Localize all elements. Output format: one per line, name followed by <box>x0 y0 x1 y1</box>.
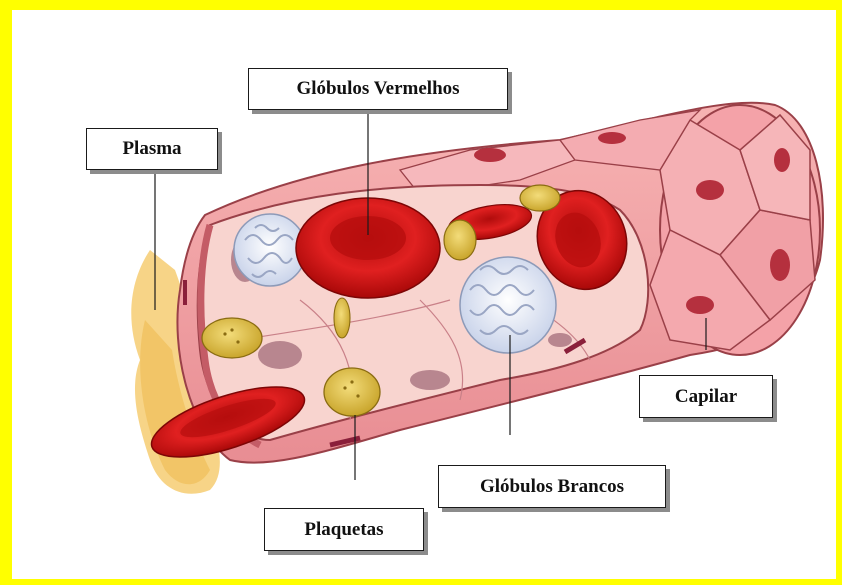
platelet-top-right <box>520 185 560 211</box>
label-plasma: Plasma <box>86 128 218 170</box>
label-globulos-brancos: Glóbulos Brancos <box>438 465 666 508</box>
label-capilar: Capilar <box>639 375 773 418</box>
white-blood-cell-center <box>460 257 556 353</box>
platelet-small <box>334 298 350 338</box>
platelet-bottom <box>324 368 380 416</box>
platelet-center <box>444 220 476 260</box>
label-plaquetas: Plaquetas <box>264 508 424 551</box>
white-blood-cell-left <box>234 214 306 286</box>
platelet-left <box>202 318 262 358</box>
label-globulos-vermelhos: Glóbulos Vermelhos <box>248 68 508 110</box>
